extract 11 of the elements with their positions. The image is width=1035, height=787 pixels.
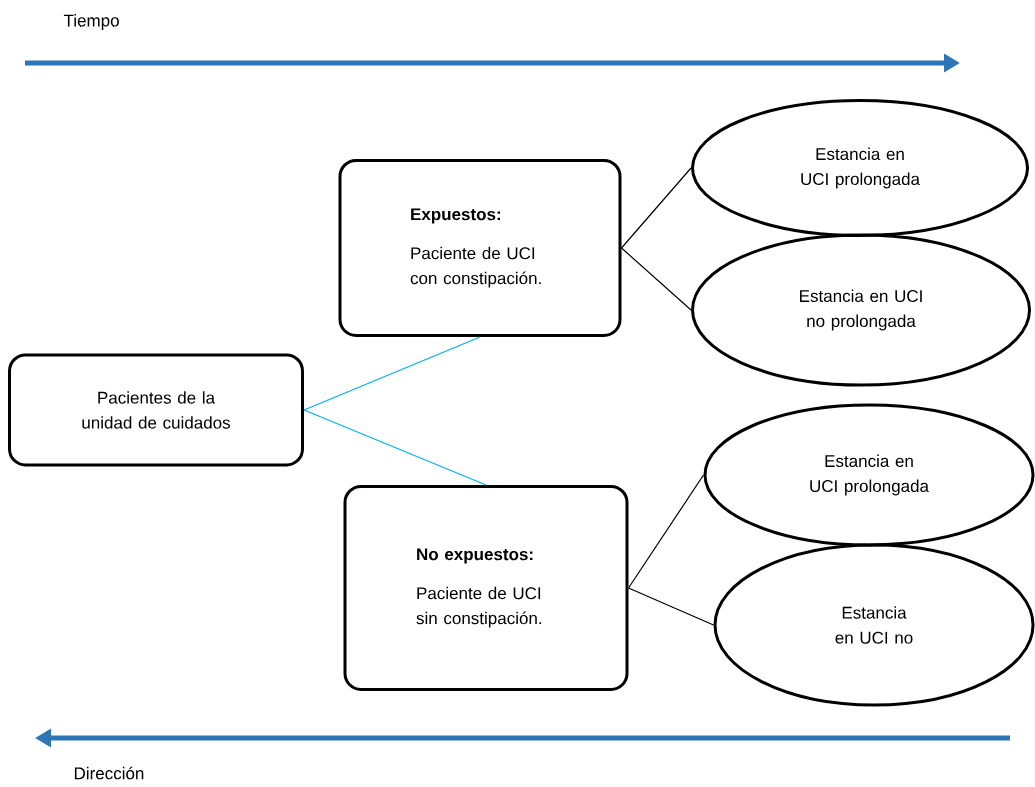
connector-line bbox=[620, 247, 692, 311]
connector-line bbox=[627, 587, 715, 626]
connector-line bbox=[303, 409, 487, 486]
connector-line bbox=[627, 474, 705, 589]
axis-label: Dirección bbox=[74, 766, 144, 780]
population-box: Pacientes de la unidad de cuidados bbox=[8, 353, 304, 467]
group-box: No expuestos: Paciente de UCI sin constipación. bbox=[343, 485, 629, 691]
connector-line bbox=[303, 336, 481, 411]
connector-line bbox=[620, 167, 692, 249]
group-box: Expuestos: Paciente de UCI con constipación. bbox=[338, 159, 622, 337]
axis-label: Tiempo bbox=[63, 14, 119, 30]
